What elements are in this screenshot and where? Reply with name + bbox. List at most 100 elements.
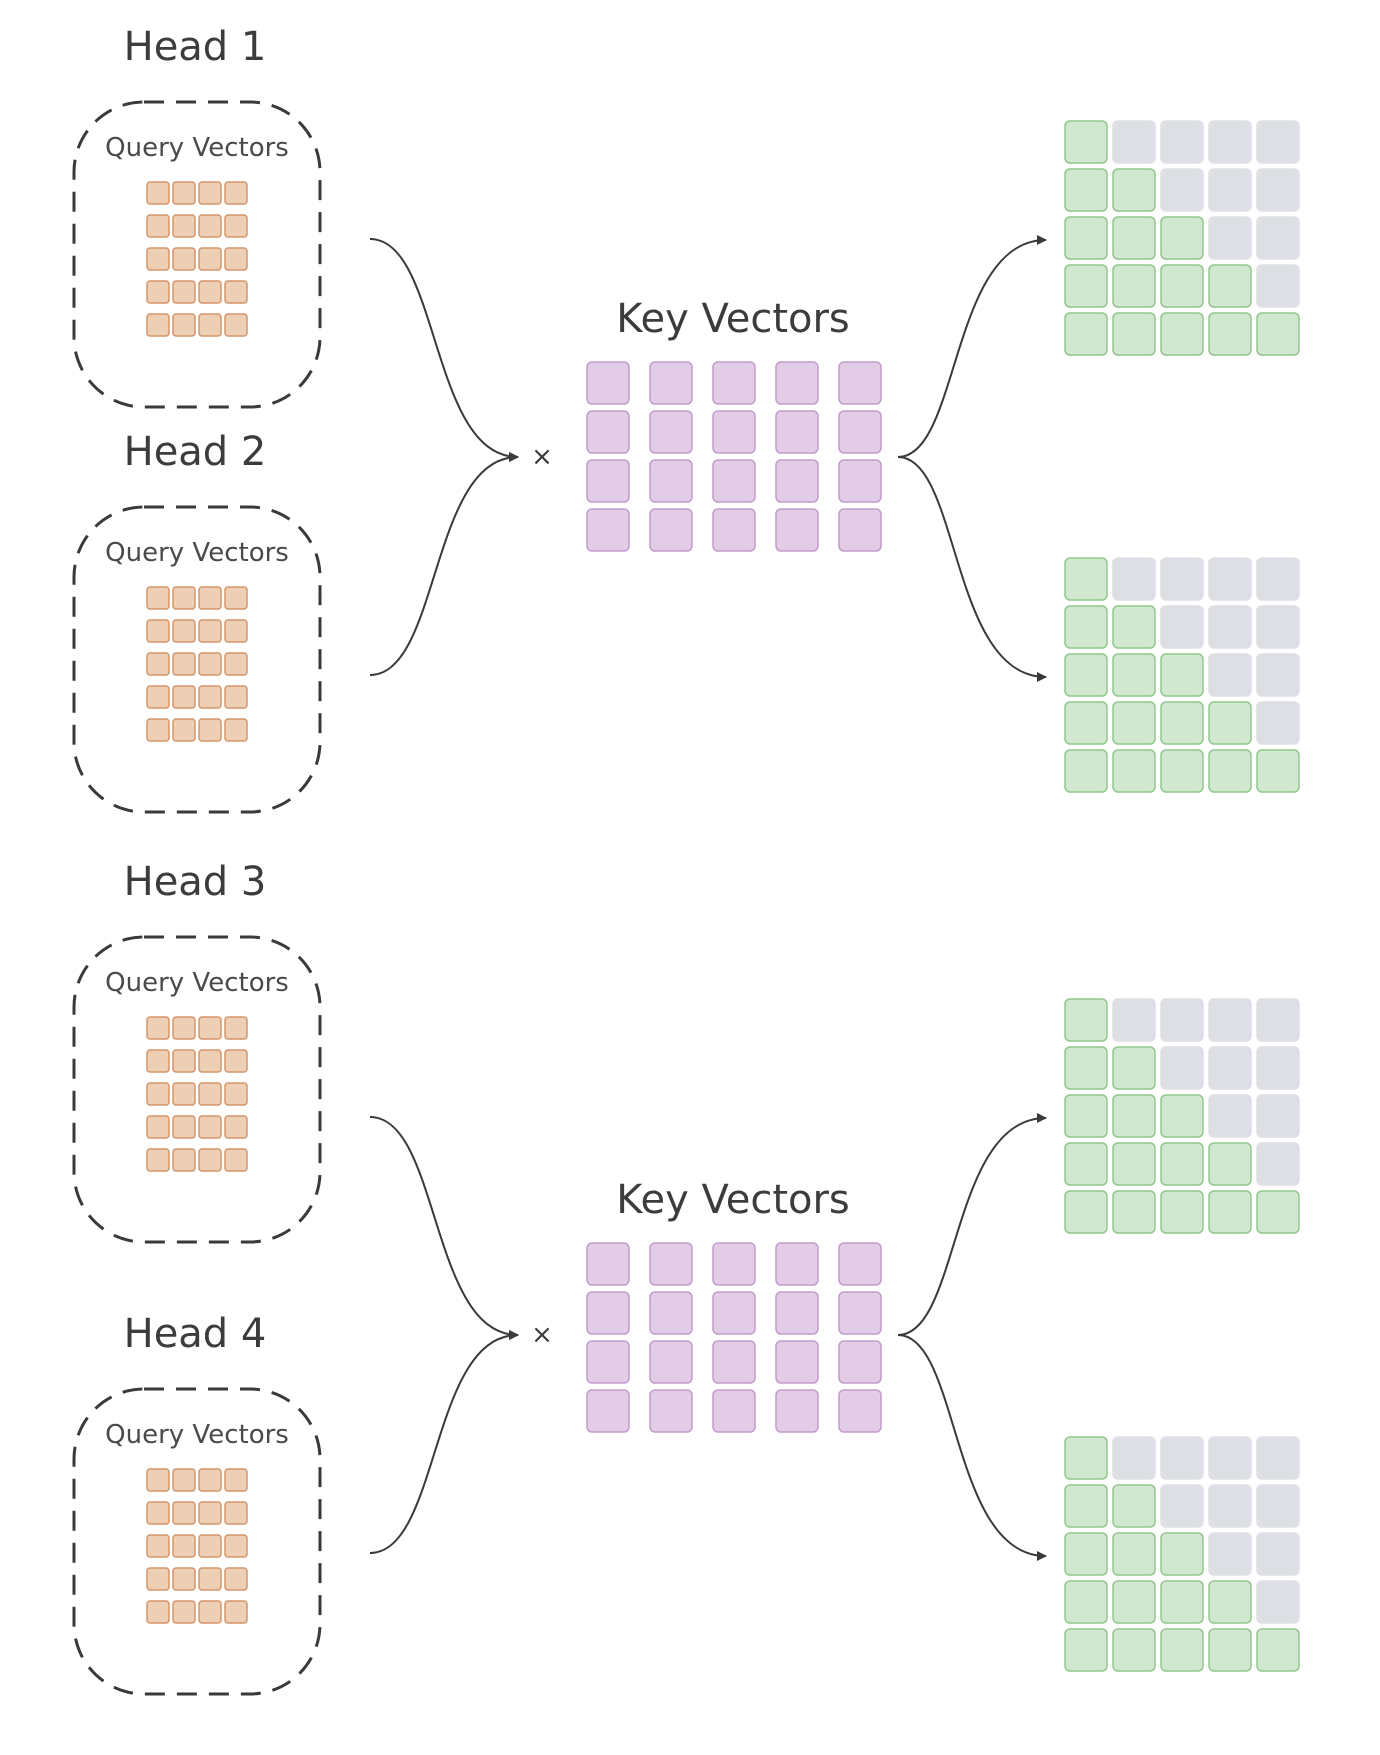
query-cell: [172, 1468, 196, 1492]
query-cell: [146, 247, 170, 271]
mask-cell-active: [1208, 1190, 1252, 1234]
mask-cell-active: [1112, 312, 1156, 356]
key-to-mask-arrow: [897, 456, 1047, 682]
query-cell: [198, 652, 222, 676]
head-to-key-arrow: [369, 1116, 519, 1340]
causal-attention-mask: [1064, 557, 1300, 793]
mask-cell-active: [1256, 312, 1300, 356]
key-cell: [649, 410, 693, 454]
mask-cell-active: [1112, 1532, 1156, 1576]
key-cell: [712, 1291, 756, 1335]
mask-cell-active: [1112, 701, 1156, 745]
query-cell: [146, 1016, 170, 1040]
mask-cell-active: [1112, 1046, 1156, 1090]
key-cell: [838, 361, 882, 405]
query-cell: [224, 1534, 248, 1558]
multiply-operator: ×: [531, 1320, 553, 1350]
mask-cell-active: [1064, 120, 1108, 164]
head-dashed-boundary: [72, 935, 322, 1244]
mask-cell-masked: [1160, 168, 1204, 212]
key-cell: [775, 1242, 819, 1286]
key-cell: [775, 1340, 819, 1384]
query-vectors-label: Query Vectors: [105, 968, 289, 998]
mask-cell-active: [1112, 1142, 1156, 1186]
mask-cell-active: [1112, 168, 1156, 212]
query-vectors-label: Query Vectors: [105, 538, 289, 568]
query-cell: [198, 1148, 222, 1172]
query-cell: [224, 1600, 248, 1624]
mask-cell-active: [1160, 264, 1204, 308]
query-cell: [224, 685, 248, 709]
mask-cell-active: [1064, 1436, 1108, 1480]
key-cell: [838, 1340, 882, 1384]
mask-cell-masked: [1256, 1580, 1300, 1624]
query-cell: [172, 652, 196, 676]
query-cell: [172, 247, 196, 271]
mask-cell-active: [1256, 749, 1300, 793]
query-cell: [172, 586, 196, 610]
query-cell: [146, 1534, 170, 1558]
query-cell: [146, 313, 170, 337]
key-cell: [775, 508, 819, 552]
query-cell: [172, 1016, 196, 1040]
head-to-key-arrow: [369, 452, 519, 676]
mask-cell-masked: [1256, 120, 1300, 164]
mask-cell-active: [1160, 1094, 1204, 1138]
key-to-mask-arrow: [897, 235, 1047, 458]
key-cell: [649, 1291, 693, 1335]
key-cell: [838, 508, 882, 552]
query-cell: [224, 586, 248, 610]
mask-cell-active: [1208, 1628, 1252, 1672]
key-to-mask-arrow: [897, 1334, 1047, 1561]
mask-cell-active: [1112, 653, 1156, 697]
key-cell: [775, 410, 819, 454]
mask-cell-masked: [1160, 1436, 1204, 1480]
mask-cell-active: [1064, 1094, 1108, 1138]
query-cell: [172, 1600, 196, 1624]
query-cell: [198, 181, 222, 205]
mask-cell-masked: [1208, 168, 1252, 212]
query-cell: [198, 1082, 222, 1106]
head-dashed-boundary: [72, 1387, 322, 1696]
mask-cell-masked: [1256, 1094, 1300, 1138]
mask-cell-active: [1160, 312, 1204, 356]
mask-cell-masked: [1160, 1484, 1204, 1528]
mask-cell-masked: [1256, 998, 1300, 1042]
query-cell: [146, 1468, 170, 1492]
key-vectors-block: Key Vectors: [586, 1177, 882, 1433]
query-cell: [198, 1501, 222, 1525]
head-title: Head 4: [124, 1311, 267, 1357]
mask-cell-active: [1064, 1484, 1108, 1528]
mask-cell-masked: [1208, 998, 1252, 1042]
query-cell: [224, 718, 248, 742]
key-cell: [649, 1340, 693, 1384]
key-cell: [586, 459, 630, 503]
mask-cell-masked: [1208, 653, 1252, 697]
mask-cell-active: [1160, 1190, 1204, 1234]
mask-cell-masked: [1256, 557, 1300, 601]
query-cell: [224, 214, 248, 238]
query-cell: [198, 685, 222, 709]
query-cell: [146, 1115, 170, 1139]
mask-cell-masked: [1256, 653, 1300, 697]
query-cell: [198, 1049, 222, 1073]
key-cell: [586, 361, 630, 405]
query-vectors-grid: [146, 586, 248, 742]
mask-cell-masked: [1256, 1142, 1300, 1186]
query-cell: [146, 685, 170, 709]
key-cell: [775, 1291, 819, 1335]
mask-cell-active: [1112, 1190, 1156, 1234]
query-cell: [146, 1049, 170, 1073]
mask-cell-active: [1064, 264, 1108, 308]
query-cell: [198, 313, 222, 337]
key-cell: [712, 508, 756, 552]
head-title: Head 2: [124, 429, 267, 475]
mask-cell-masked: [1112, 1436, 1156, 1480]
key-cell: [586, 1340, 630, 1384]
key-cell: [712, 410, 756, 454]
mask-cell-active: [1064, 1190, 1108, 1234]
query-cell: [198, 1600, 222, 1624]
query-cell: [224, 1049, 248, 1073]
